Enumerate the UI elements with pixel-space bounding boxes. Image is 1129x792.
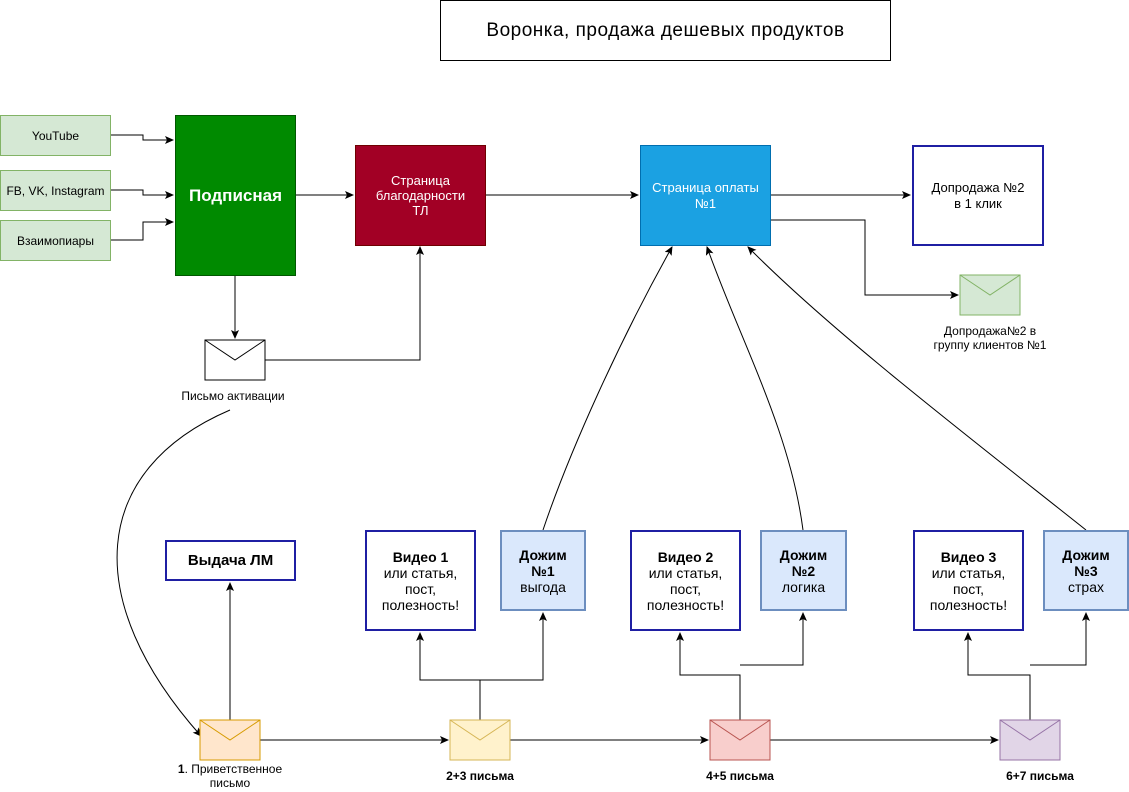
letters-45-label: 4+5 письма [706, 769, 774, 783]
video-1-line1: или статья, [383, 564, 458, 581]
letters-23-envelope-icon [449, 719, 511, 761]
video-2-line3: полезность! [646, 596, 725, 613]
edge-activation-welcome [116, 409, 231, 737]
push-3-sub: страх [1068, 578, 1104, 595]
welcome-envelope-icon [199, 719, 261, 761]
upsell-group-line2: группу клиентов №1 [933, 338, 1047, 352]
video-1-title: Видео 1 [392, 548, 449, 565]
source-social[interactable]: FB, VK, Instagram [0, 170, 111, 211]
thanks-line2: благодарности [375, 188, 466, 203]
upsell-line1: Допродажа №2 [931, 179, 1025, 195]
payment-page-node[interactable]: Страница оплаты №1 [640, 145, 771, 246]
push-2-num: №2 [791, 562, 816, 579]
welcome-letter-line1: . Приветственное [184, 762, 283, 776]
edge-partners-subscribe [110, 218, 174, 241]
activation-envelope-icon [204, 339, 266, 381]
video-3-line1: или статья, [931, 564, 1006, 581]
video-2-node[interactable]: Видео 2 или статья, пост, полезность! [630, 530, 741, 631]
subscribe-page-label: Подписная [189, 185, 282, 205]
letters-67-envelope-icon [999, 719, 1061, 761]
source-youtube-label: YouTube [31, 128, 80, 143]
push-1-num: №1 [531, 562, 555, 579]
push-2-sub: логика [781, 578, 826, 595]
video-3-node[interactable]: Видео 3 или статья, пост, полезность! [913, 530, 1024, 631]
edge-l67-push3 [1030, 612, 1090, 666]
video-2-line2: пост, [669, 580, 702, 597]
edge-activation-thanks [265, 246, 424, 361]
edge-push3-payment [747, 246, 1087, 531]
video-3-title: Видео 3 [940, 548, 997, 565]
letters-23-label: 2+3 письма [446, 769, 514, 783]
letters-45-envelope-icon [709, 719, 771, 761]
lm-label: Выдача ЛМ [187, 551, 274, 569]
thanks-line3: ТЛ [412, 203, 429, 218]
upsell-line2: в 1 клик [954, 195, 1002, 211]
video-2-title: Видео 2 [657, 548, 714, 565]
video-1-node[interactable]: Видео 1 или статья, пост, полезность! [365, 530, 476, 631]
lm-node[interactable]: Выдача ЛМ [165, 540, 296, 581]
payment-line1: Страница оплаты [652, 179, 759, 195]
source-social-label: FB, VK, Instagram [6, 183, 105, 198]
edge-youtube-subscribe [110, 134, 174, 144]
video-1-line3: полезность! [381, 596, 460, 613]
upsell-group-envelope-icon [959, 274, 1021, 316]
edge-push2-payment [705, 246, 804, 531]
video-3-line2: пост, [952, 580, 985, 597]
push-3-node[interactable]: Дожим №3 страх [1043, 530, 1129, 611]
push-1-sub: выгода [520, 578, 566, 595]
video-2-line1: или статья, [648, 564, 723, 581]
video-1-line2: пост, [404, 580, 437, 597]
push-3-num: №3 [1074, 562, 1098, 579]
upsell-group-line1: Допродажа№2 в [943, 324, 1037, 338]
source-partners-label: Взаимопиары [17, 233, 94, 248]
edge-l45-video2 [676, 632, 741, 720]
edge-payment-group [770, 219, 959, 299]
push-1-title: Дожим [519, 546, 567, 563]
welcome-letter-line2: письмо [209, 776, 251, 790]
video-3-line3: полезность! [929, 596, 1008, 613]
letters-67-label: 6+7 письма [1006, 769, 1074, 783]
push-2-title: Дожим [779, 546, 828, 563]
upsell-node[interactable]: Допродажа №2 в 1 клик [912, 145, 1044, 246]
thanks-line1: Страница [391, 173, 450, 188]
push-1-node[interactable]: Дожим №1 выгода [500, 530, 586, 611]
edge-l67-video3 [964, 632, 1031, 720]
diagram-title: Воронка, продажа дешевых продуктов [440, 0, 891, 61]
payment-line2: №1 [694, 195, 717, 211]
source-partners[interactable]: Взаимопиары [0, 220, 111, 261]
welcome-letter-num: 1 [177, 762, 185, 776]
diagram-title-text: Воронка, продажа дешевых продуктов [486, 19, 845, 41]
source-youtube[interactable]: YouTube [0, 115, 111, 156]
edge-l23-push1 [480, 612, 547, 681]
push-3-title: Дожим [1062, 546, 1110, 563]
push-2-node[interactable]: Дожим №2 логика [760, 530, 847, 611]
edge-social-subscribe [110, 189, 174, 199]
welcome-letter-label: 1. Приветственное письмо [150, 762, 310, 790]
thanks-page-node[interactable]: Страница благодарности ТЛ [355, 145, 486, 246]
activation-letter-label: Письмо активации [181, 389, 285, 403]
edge-push1-payment [542, 246, 673, 531]
subscribe-page-node[interactable]: Подписная [175, 115, 296, 276]
edge-l23-video1 [416, 632, 481, 720]
edge-l45-push2 [740, 612, 807, 666]
upsell-group-label: Допродажа№2 в группу клиентов №1 [900, 324, 1080, 352]
